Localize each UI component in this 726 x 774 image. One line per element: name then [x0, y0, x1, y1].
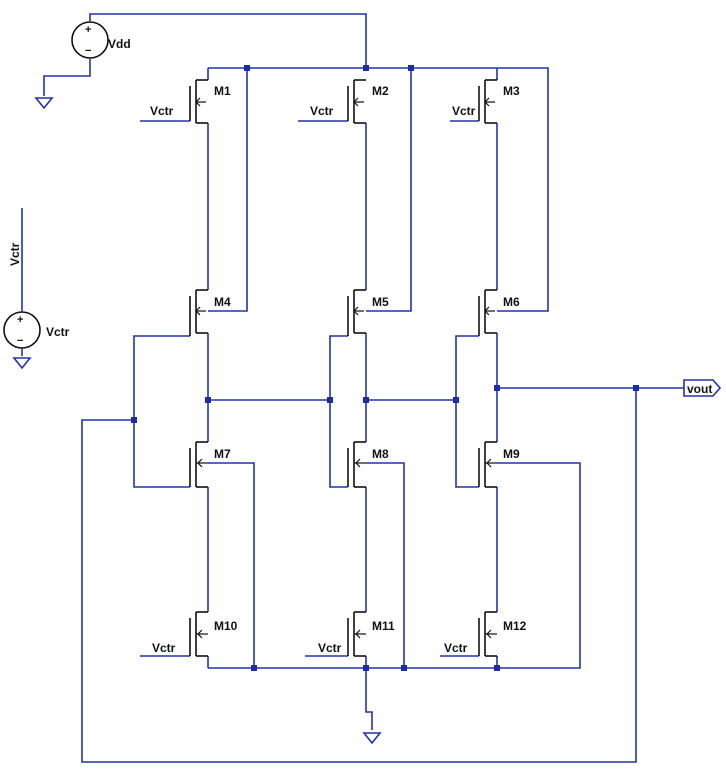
- transistor-m1-label: M1: [214, 84, 231, 98]
- vdd-source[interactable]: + −: [71, 21, 109, 59]
- transistor-m10-label: M10: [214, 619, 238, 633]
- vdd-plus-sign: +: [85, 24, 91, 36]
- vctr-source-label: Vctr: [46, 325, 70, 339]
- transistor-m5[interactable]: [347, 289, 366, 336]
- m10-gate-label: Vctr: [152, 641, 176, 655]
- vdd-minus-sign: −: [85, 45, 91, 57]
- transistor-m4-label: M4: [214, 295, 231, 309]
- wires: [21, 13, 684, 763]
- transistor-m11[interactable]: [347, 611, 366, 657]
- vctr-minus-sign: −: [17, 335, 23, 347]
- vout-port[interactable]: vout: [683, 379, 722, 397]
- m3-gate-label: Vctr: [452, 104, 476, 118]
- transistor-m7[interactable]: [189, 441, 208, 488]
- transistor-m8-label: M8: [372, 447, 389, 461]
- ground-symbol-vdd: [34, 97, 54, 110]
- transistor-m12-label: M12: [503, 619, 527, 633]
- ground-symbol-vctr: [12, 357, 32, 370]
- transistor-m8[interactable]: [347, 441, 366, 488]
- transistor-m5-label: M5: [372, 295, 389, 309]
- transistor-m3[interactable]: [478, 79, 497, 124]
- ground-symbol-main: [362, 732, 382, 745]
- transistor-m7-label: M7: [214, 447, 231, 461]
- m1-gate-label: Vctr: [150, 104, 174, 118]
- junction-dots: [131, 65, 639, 671]
- transistor-m6-label: M6: [503, 295, 520, 309]
- vctr-source[interactable]: + −: [3, 311, 41, 349]
- transistor-m6[interactable]: [478, 289, 497, 336]
- m2-gate-label: Vctr: [310, 104, 334, 118]
- vout-port-label: vout: [687, 382, 712, 396]
- transistor-m10[interactable]: [189, 611, 208, 657]
- vctr-plus-sign: +: [17, 314, 23, 326]
- transistor-m3-label: M3: [503, 84, 520, 98]
- m11-gate-label: Vctr: [318, 641, 342, 655]
- vdd-source-label: Vdd: [108, 37, 131, 51]
- transistor-m1[interactable]: [189, 79, 208, 124]
- transistor-m12[interactable]: [478, 611, 497, 657]
- transistor-m11-label: M11: [372, 619, 395, 633]
- transistor-m9[interactable]: [478, 441, 497, 488]
- vctr-net-label: Vctr: [8, 242, 22, 266]
- transistor-m2-label: M2: [372, 84, 389, 98]
- transistor-m4[interactable]: [189, 289, 208, 336]
- transistor-m9-label: M9: [503, 447, 520, 461]
- m12-gate-label: Vctr: [444, 641, 468, 655]
- transistor-m2[interactable]: [347, 79, 366, 124]
